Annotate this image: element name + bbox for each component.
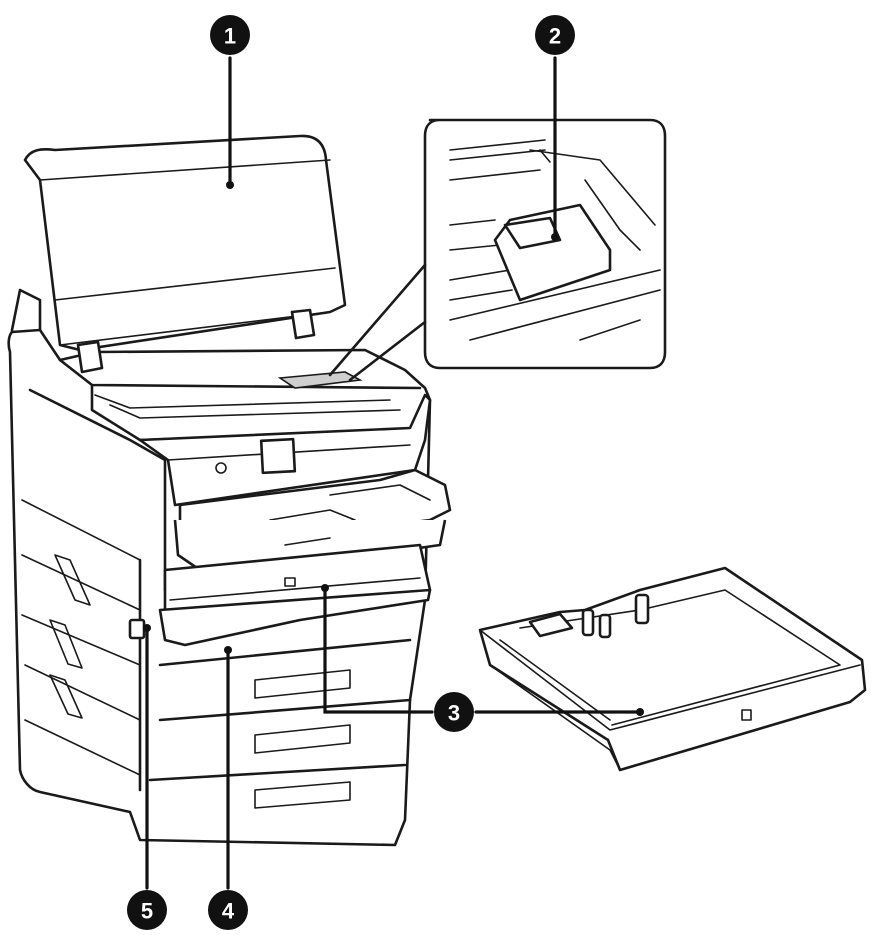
printer-illustration	[7, 288, 452, 847]
paper-cassette	[478, 566, 867, 772]
callout-number-5: 5	[141, 899, 153, 924]
callout-badge-4: 4	[208, 890, 248, 930]
callout-number-1: 1	[224, 24, 236, 49]
zoom-inset	[328, 118, 667, 382]
callout-badge-5: 5	[127, 890, 167, 930]
leader-lines	[143, 56, 644, 890]
callout-badge-1: 1	[210, 15, 250, 55]
callout-number-3: 3	[448, 701, 460, 726]
callout-number-2: 2	[549, 24, 561, 49]
callout-badge-2: 2	[535, 15, 575, 55]
callout-number-4: 4	[222, 899, 235, 924]
callout-badge-3: 3	[434, 692, 474, 732]
scanner-lid	[23, 134, 347, 374]
